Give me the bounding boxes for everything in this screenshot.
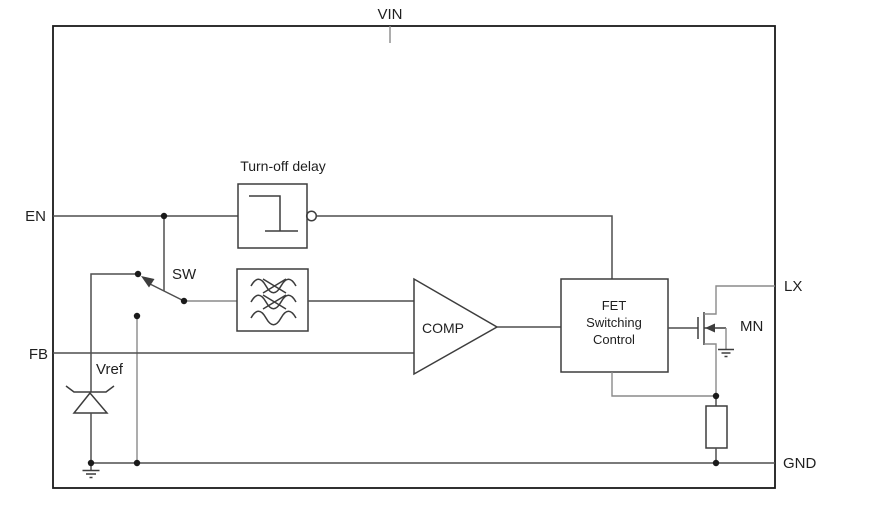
junction-dot bbox=[133, 459, 141, 467]
turn-off-delay-block: Turn-off delay bbox=[237, 158, 326, 249]
pin-label-gnd: GND bbox=[783, 455, 817, 472]
pin-label-fb: FB bbox=[29, 346, 48, 363]
mosfet-body-arrow-icon bbox=[705, 323, 715, 333]
resistor bbox=[705, 396, 728, 463]
fet-control-to-source-wire bbox=[611, 372, 716, 397]
sine-wave-icon bbox=[250, 294, 297, 310]
ground-icon bbox=[718, 348, 734, 358]
comparator-triangle bbox=[413, 277, 499, 376]
filter-block bbox=[184, 268, 414, 332]
fet-control-box bbox=[560, 278, 669, 373]
junction-dot bbox=[133, 312, 141, 320]
zener-vref: Vref bbox=[65, 361, 124, 463]
vref-label: Vref bbox=[96, 361, 124, 378]
turn-off-delay-label: Turn-off delay bbox=[240, 158, 326, 174]
zener-anode-triangle bbox=[72, 391, 109, 414]
fet-control-label-line2: Switching bbox=[586, 315, 642, 330]
delay-to-fet-control-wire bbox=[316, 215, 613, 279]
pin-label-lx: LX bbox=[784, 278, 802, 295]
wave-cross-icon bbox=[262, 294, 287, 310]
falling-edge-icon bbox=[249, 195, 298, 232]
resistor-body bbox=[705, 405, 728, 449]
fet-control-label-line3: Control bbox=[593, 332, 635, 347]
sine-wave-icon bbox=[250, 278, 297, 294]
junction-dot bbox=[134, 270, 142, 278]
zener-cathode-bar bbox=[65, 385, 115, 393]
pin-label-en: EN bbox=[25, 208, 46, 225]
drain-to-lx-wire bbox=[704, 285, 775, 315]
mosfet-mn: MN bbox=[697, 285, 775, 396]
junction-dot bbox=[87, 459, 95, 467]
mosfet-label: MN bbox=[740, 318, 763, 335]
filter-box bbox=[236, 268, 309, 332]
source-wire bbox=[704, 343, 717, 396]
pin-label-vin: VIN bbox=[377, 6, 402, 23]
junction-dot bbox=[712, 459, 720, 467]
switch-sw: SW bbox=[141, 216, 197, 302]
junction-dot bbox=[180, 297, 188, 305]
switch-label: SW bbox=[172, 266, 197, 283]
comparator: COMP bbox=[413, 277, 561, 376]
ground-bars bbox=[82, 469, 100, 479]
junction-dot bbox=[712, 392, 720, 400]
ic-boundary-box bbox=[52, 25, 776, 489]
switch-arrow-icon bbox=[141, 276, 155, 288]
fet-switching-control-block: FET Switching Control bbox=[560, 278, 669, 373]
wave-cross-icon bbox=[262, 278, 287, 294]
fet-control-label-line1: FET bbox=[602, 298, 627, 313]
turn-off-delay-box bbox=[237, 183, 308, 249]
inverter-bubble-icon bbox=[305, 210, 318, 222]
sine-wave-icon bbox=[250, 310, 297, 326]
junction-dot bbox=[160, 212, 168, 220]
comparator-label: COMP bbox=[422, 320, 464, 336]
switch-arm bbox=[149, 283, 185, 302]
